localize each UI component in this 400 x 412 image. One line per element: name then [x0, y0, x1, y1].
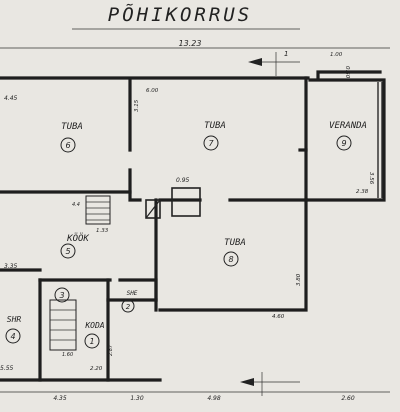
kitchen-counter — [85, 195, 111, 225]
room-7-name: TUBA — [204, 121, 226, 131]
room-8-number: 8 — [228, 255, 233, 264]
inner-walls — [0, 78, 308, 312]
section-arrow-bottom — [240, 372, 300, 396]
dim-left-top: 4.45 — [4, 95, 18, 102]
dim-kitchen-b: 4.4 — [72, 202, 80, 208]
outer-walls — [0, 70, 386, 382]
staircase — [49, 299, 77, 351]
room-2-name: SHE — [127, 290, 138, 297]
room-1-marker — [84, 333, 100, 349]
dim-room8-w: 4.60 — [272, 314, 285, 320]
room-8-name: TUBA — [224, 238, 246, 248]
room-2-marker — [121, 299, 135, 313]
room-6-name: TUBA — [61, 122, 83, 132]
section-mark-top: 1 — [284, 50, 288, 58]
room-8-marker — [223, 251, 239, 267]
stove-block — [145, 187, 201, 219]
room-5-number: 5 — [65, 247, 70, 256]
dim-room7-a: 3.15 — [134, 99, 140, 112]
room-7-number: 7 — [208, 139, 214, 148]
room-5-name: KÖÖK — [66, 233, 89, 244]
room-6-number: 6 — [65, 141, 70, 150]
dim-hall-a: 2.20 — [90, 366, 103, 372]
plan-title: PÕHIKORRUS — [108, 3, 252, 26]
dim-veranda-h: 3.56 — [368, 172, 374, 185]
room-3-marker — [54, 287, 70, 303]
room-2-number: 2 — [126, 303, 131, 311]
room-4-marker — [5, 328, 21, 344]
stove-dimension: 0.95 — [176, 177, 190, 184]
dim-bottom-1: 4.35 — [53, 395, 67, 402]
room-5-marker — [60, 243, 76, 259]
room-4-number: 4 — [10, 332, 15, 341]
room-4-name: SHR — [7, 315, 22, 324]
dim-bottom-2: 1.30 — [130, 395, 144, 402]
room-1-number: 1 — [89, 337, 94, 346]
room-6-marker — [60, 137, 76, 153]
room-1-name: KODA — [84, 321, 104, 330]
dim-bottom-3: 4.98 — [207, 395, 221, 402]
veranda-window-wall — [377, 82, 383, 198]
room-3-number: 3 — [59, 291, 64, 300]
dim-bottom-4: 2.60 — [341, 395, 355, 402]
dim-kitchen-a: 1.33 — [96, 228, 109, 234]
room-9-marker — [336, 135, 352, 151]
dim-veranda-w: 2.38 — [356, 189, 369, 195]
dim-left-low: 5.55 — [0, 365, 14, 372]
section-arrow-top — [248, 52, 300, 76]
dim-stair: 1.60 — [62, 352, 73, 358]
dim-room7-b: 6.00 — [146, 88, 159, 94]
room-9-number: 9 — [341, 139, 346, 148]
dim-left-mid: 3.35 — [4, 263, 18, 270]
dim-room8-h: 3.80 — [296, 273, 302, 286]
dim-hall-b: 2.87 — [108, 344, 114, 356]
overall-width-label: 13.23 — [179, 39, 202, 48]
room-7-marker — [203, 135, 219, 151]
room-9-name: VERANDA — [329, 121, 367, 131]
dim-top-right-a: 1.00 — [330, 52, 343, 58]
